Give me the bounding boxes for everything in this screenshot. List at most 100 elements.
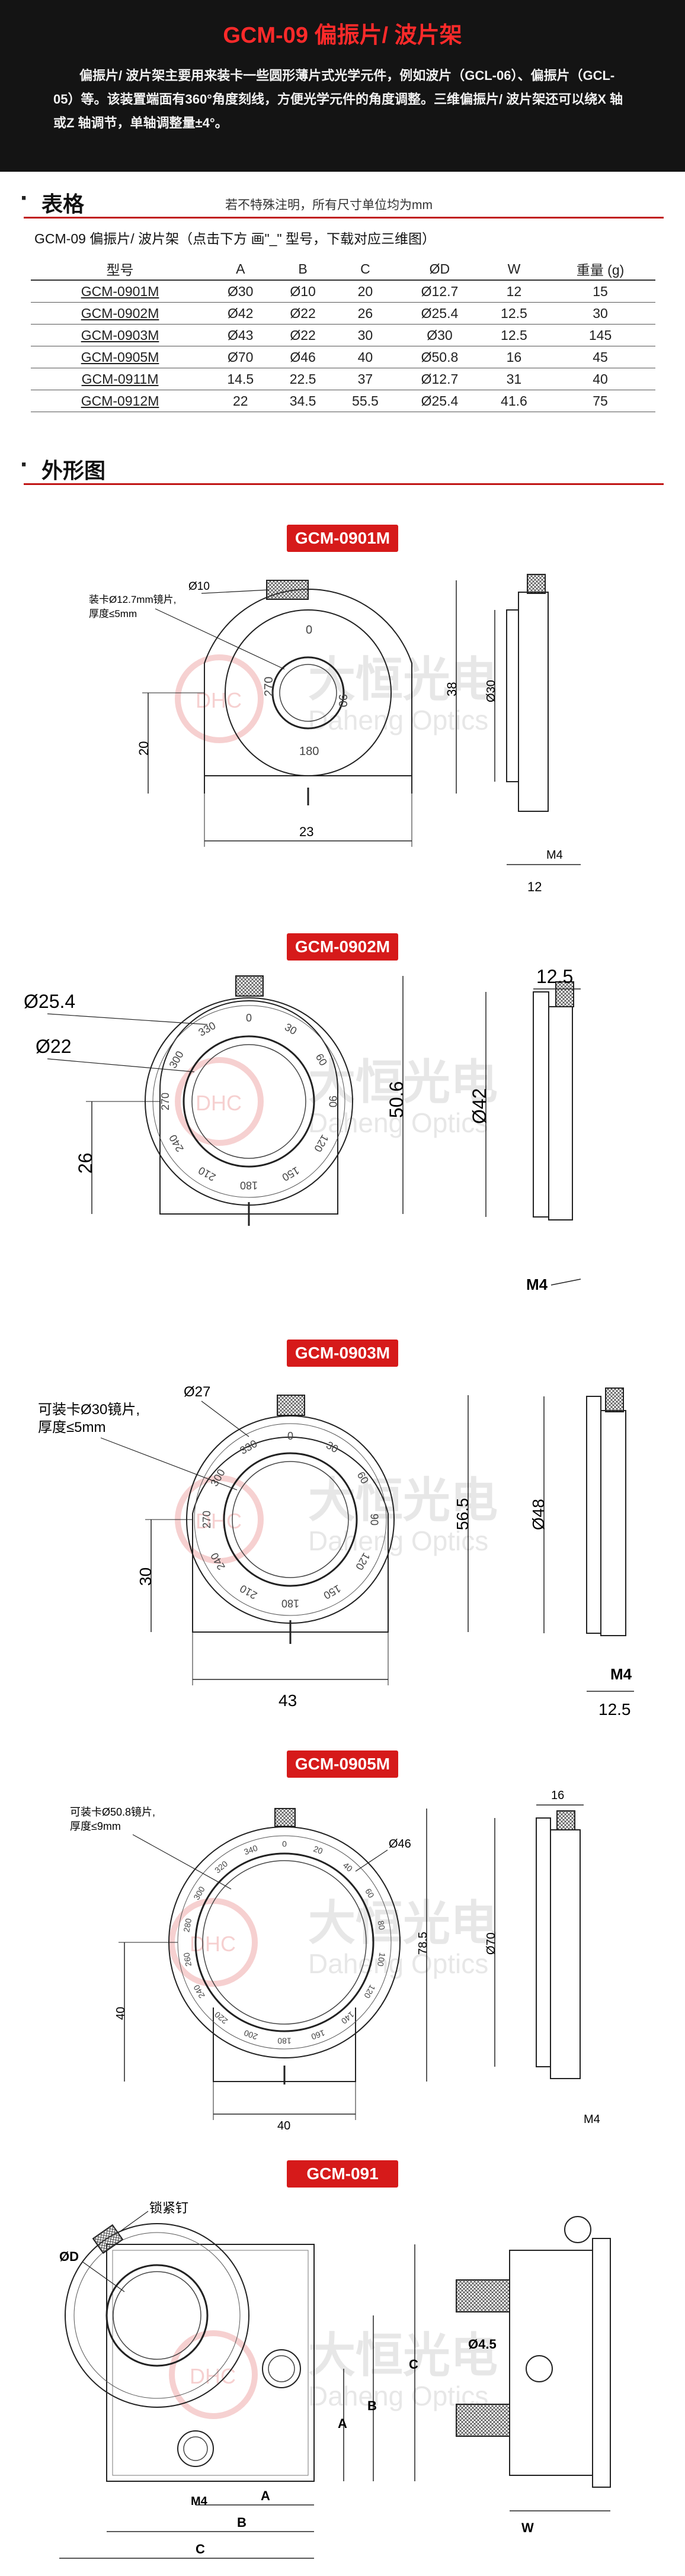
callout-text: 厚度≤9mm — [70, 1820, 121, 1832]
scale-label: 120 — [362, 1983, 377, 2000]
drawing-0903-svg: DHC 大恒光电 Daheng Optics 03060901201501802… — [38, 1384, 634, 1719]
knob-icon — [555, 981, 574, 1007]
drawing-0902-svg: DHC 大恒光电 Daheng Optics 03060901201501802… — [24, 966, 581, 1293]
dim-label: 16 — [551, 1789, 564, 1802]
watermark-logo: DHC — [190, 1932, 236, 1956]
scale-label: 20 — [312, 1844, 324, 1856]
table-cell: 30 — [545, 302, 655, 325]
model-link[interactable]: GCM-0905M — [31, 346, 210, 368]
watermark-cn: 大恒光电 — [308, 1896, 498, 1951]
table-cell: 15 — [545, 280, 655, 303]
table-row: GCM-0903M Ø43 Ø22 30 Ø30 12.5 145 — [31, 324, 655, 346]
scale-label: 330 — [196, 1020, 217, 1039]
dim-label: W — [521, 2520, 534, 2535]
scale-label: 270 — [159, 1093, 171, 1110]
watermark: DHC 大恒光电 Daheng Optics — [175, 1473, 498, 1564]
scale-label: 260 — [181, 1952, 193, 1967]
col-d: ØD — [396, 258, 483, 281]
table-cell: Ø30 — [396, 324, 483, 346]
scale-label: 0 — [306, 624, 312, 637]
table-cell: 145 — [545, 324, 655, 346]
table-heading: 表格 — [41, 192, 85, 216]
dim-label: 40 — [277, 2119, 290, 2132]
knob-icon — [556, 1810, 575, 1830]
scale-label: 0 — [282, 1839, 287, 1849]
dim-label: 40 — [114, 2007, 127, 2020]
table-row: GCM-0905M Ø70 Ø46 40 Ø50.8 16 45 — [31, 346, 655, 368]
page-title: GCM-09 偏振片/ 波片架 — [223, 23, 462, 48]
dim-label: M4 — [191, 2495, 208, 2508]
knob-icon — [605, 1387, 624, 1412]
dim-label: B — [237, 2515, 247, 2530]
scale-label: 340 — [242, 1843, 259, 1856]
table-cell: 14.5 — [209, 368, 272, 390]
table-cell: 40 — [334, 346, 397, 368]
dim-label: Ø4.5 — [468, 2337, 497, 2352]
table-cell: 12.5 — [482, 324, 546, 346]
spec-table: 型号 A B C ØD W 重量 (g) GCM-0901M Ø30 Ø10 2… — [31, 258, 655, 412]
table-cell: 41.6 — [482, 390, 546, 412]
unit-note: 若不特殊注明，所有尺寸单位均为mm — [225, 198, 433, 212]
dim-label: Ø30 — [485, 680, 498, 702]
watermark: DHC 大恒光电 Daheng Optics — [175, 652, 498, 743]
scale-label: 210 — [196, 1164, 217, 1183]
scale-label: 90 — [327, 1096, 338, 1107]
knob-icon — [277, 1395, 305, 1416]
watermark-logo: DHC — [196, 1091, 242, 1115]
model-link[interactable]: GCM-0911M — [31, 368, 210, 390]
table-cell: Ø42 — [209, 302, 272, 325]
dim-label: 56.5 — [453, 1498, 472, 1531]
model-link[interactable]: GCM-0902M — [31, 302, 210, 325]
scale-label: 0 — [246, 1012, 252, 1024]
dim-label: M4 — [526, 1276, 548, 1293]
callout-text: 厚度≤5mm — [89, 608, 137, 619]
scale-label: 240 — [167, 1133, 186, 1154]
watermark-en: Daheng Optics — [308, 1525, 488, 1556]
dim-label: 12.5 — [598, 1700, 631, 1719]
dim-label: 23 — [299, 824, 313, 839]
watermark-cn: 大恒光电 — [308, 652, 498, 707]
scale-label: 90 — [336, 694, 349, 707]
col-a: A — [209, 258, 272, 281]
model-link[interactable]: GCM-0912M — [31, 390, 210, 412]
model-link[interactable]: GCM-0903M — [31, 324, 210, 346]
table-cell: Ø22 — [271, 324, 334, 346]
model-link[interactable]: GCM-0901M — [31, 280, 210, 303]
dim-label: 30 — [136, 1568, 155, 1586]
table-cell: Ø10 — [271, 280, 334, 303]
scale-label: 180 — [281, 1597, 299, 1609]
table-row: GCM-0901M Ø30 Ø10 20 Ø12.7 12 15 — [31, 280, 655, 303]
table-cell: 31 — [482, 368, 546, 390]
header-banner: GCM-09 偏振片/ 波片架 偏振片/ 波片架主要用来装卡一些圆形薄片式光学元… — [0, 0, 685, 172]
dim-label: C — [409, 2357, 418, 2372]
table-cell: Ø12.7 — [396, 368, 483, 390]
intro-paragraph: 偏振片/ 波片架主要用来装卡一些圆形薄片式光学元件，例如波片（GCL-06）、偏… — [53, 68, 623, 130]
watermark-en: Daheng Optics — [308, 705, 488, 735]
knob-icon — [92, 2224, 124, 2254]
dim-label: ØD — [59, 2249, 79, 2264]
col-weight: 重量 (g) — [545, 258, 655, 281]
dim-label: 38 — [444, 682, 459, 696]
dim-label: 43 — [279, 1691, 297, 1710]
dim-label: 78.5 — [417, 1932, 430, 1955]
watermark-logo: DHC — [196, 688, 242, 712]
scale-label: 300 — [167, 1049, 186, 1070]
callout-text: 装卡Ø12.7mm镜片, — [89, 594, 176, 605]
drawing-0901: DHC 大恒光电 Daheng Optics 0 90 270 180 装卡Ø1… — [0, 557, 685, 906]
scale-label: 270 — [263, 677, 276, 696]
scale-label: 200 — [242, 2028, 259, 2042]
section-bullet: · — [20, 450, 29, 479]
table-cell: 55.5 — [334, 390, 397, 412]
model-banner-0903: GCM-0903M — [287, 1340, 398, 1367]
scale-label: 100 — [376, 1952, 388, 1967]
scale-label: 80 — [376, 1920, 387, 1931]
scale-label: 90 — [368, 1514, 380, 1525]
col-model: 型号 — [31, 258, 210, 281]
table-cell: 37 — [334, 368, 397, 390]
